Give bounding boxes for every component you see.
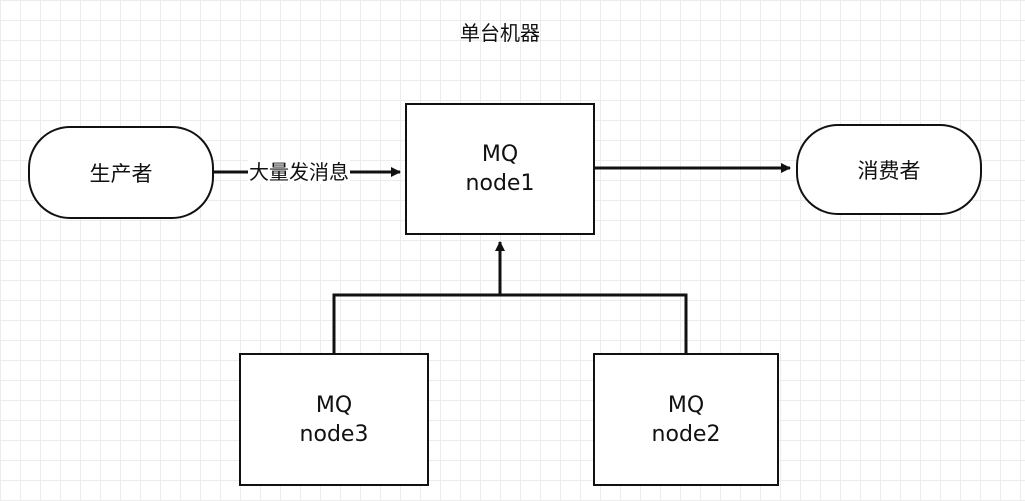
mq-node3-box: MQ node3 [239, 353, 429, 486]
producer-label: 生产者 [89, 161, 153, 186]
consumer-node: 消费者 [796, 124, 982, 215]
mq-node2-name: MQ [667, 392, 705, 418]
edge-node2-to-node1 [500, 293, 688, 354]
mq-node2-box: MQ node2 [593, 353, 779, 486]
mq-node3-id: node3 [299, 421, 369, 447]
mq-node2-id: node2 [651, 421, 721, 447]
consumer-label: 消费者 [857, 158, 921, 183]
mq-node1-box: MQ node1 [405, 103, 595, 235]
mq-node1-id: node1 [465, 171, 535, 196]
mq-node3-name: MQ [315, 392, 353, 418]
producer-node: 生产者 [28, 126, 214, 219]
edge-label-producer-to-node1: 大量发消息 [248, 160, 350, 184]
mq-node1-name: MQ [481, 142, 519, 167]
edge-node3-to-node1 [332, 293, 500, 354]
diagram-title: 单台机器 [460, 21, 540, 45]
